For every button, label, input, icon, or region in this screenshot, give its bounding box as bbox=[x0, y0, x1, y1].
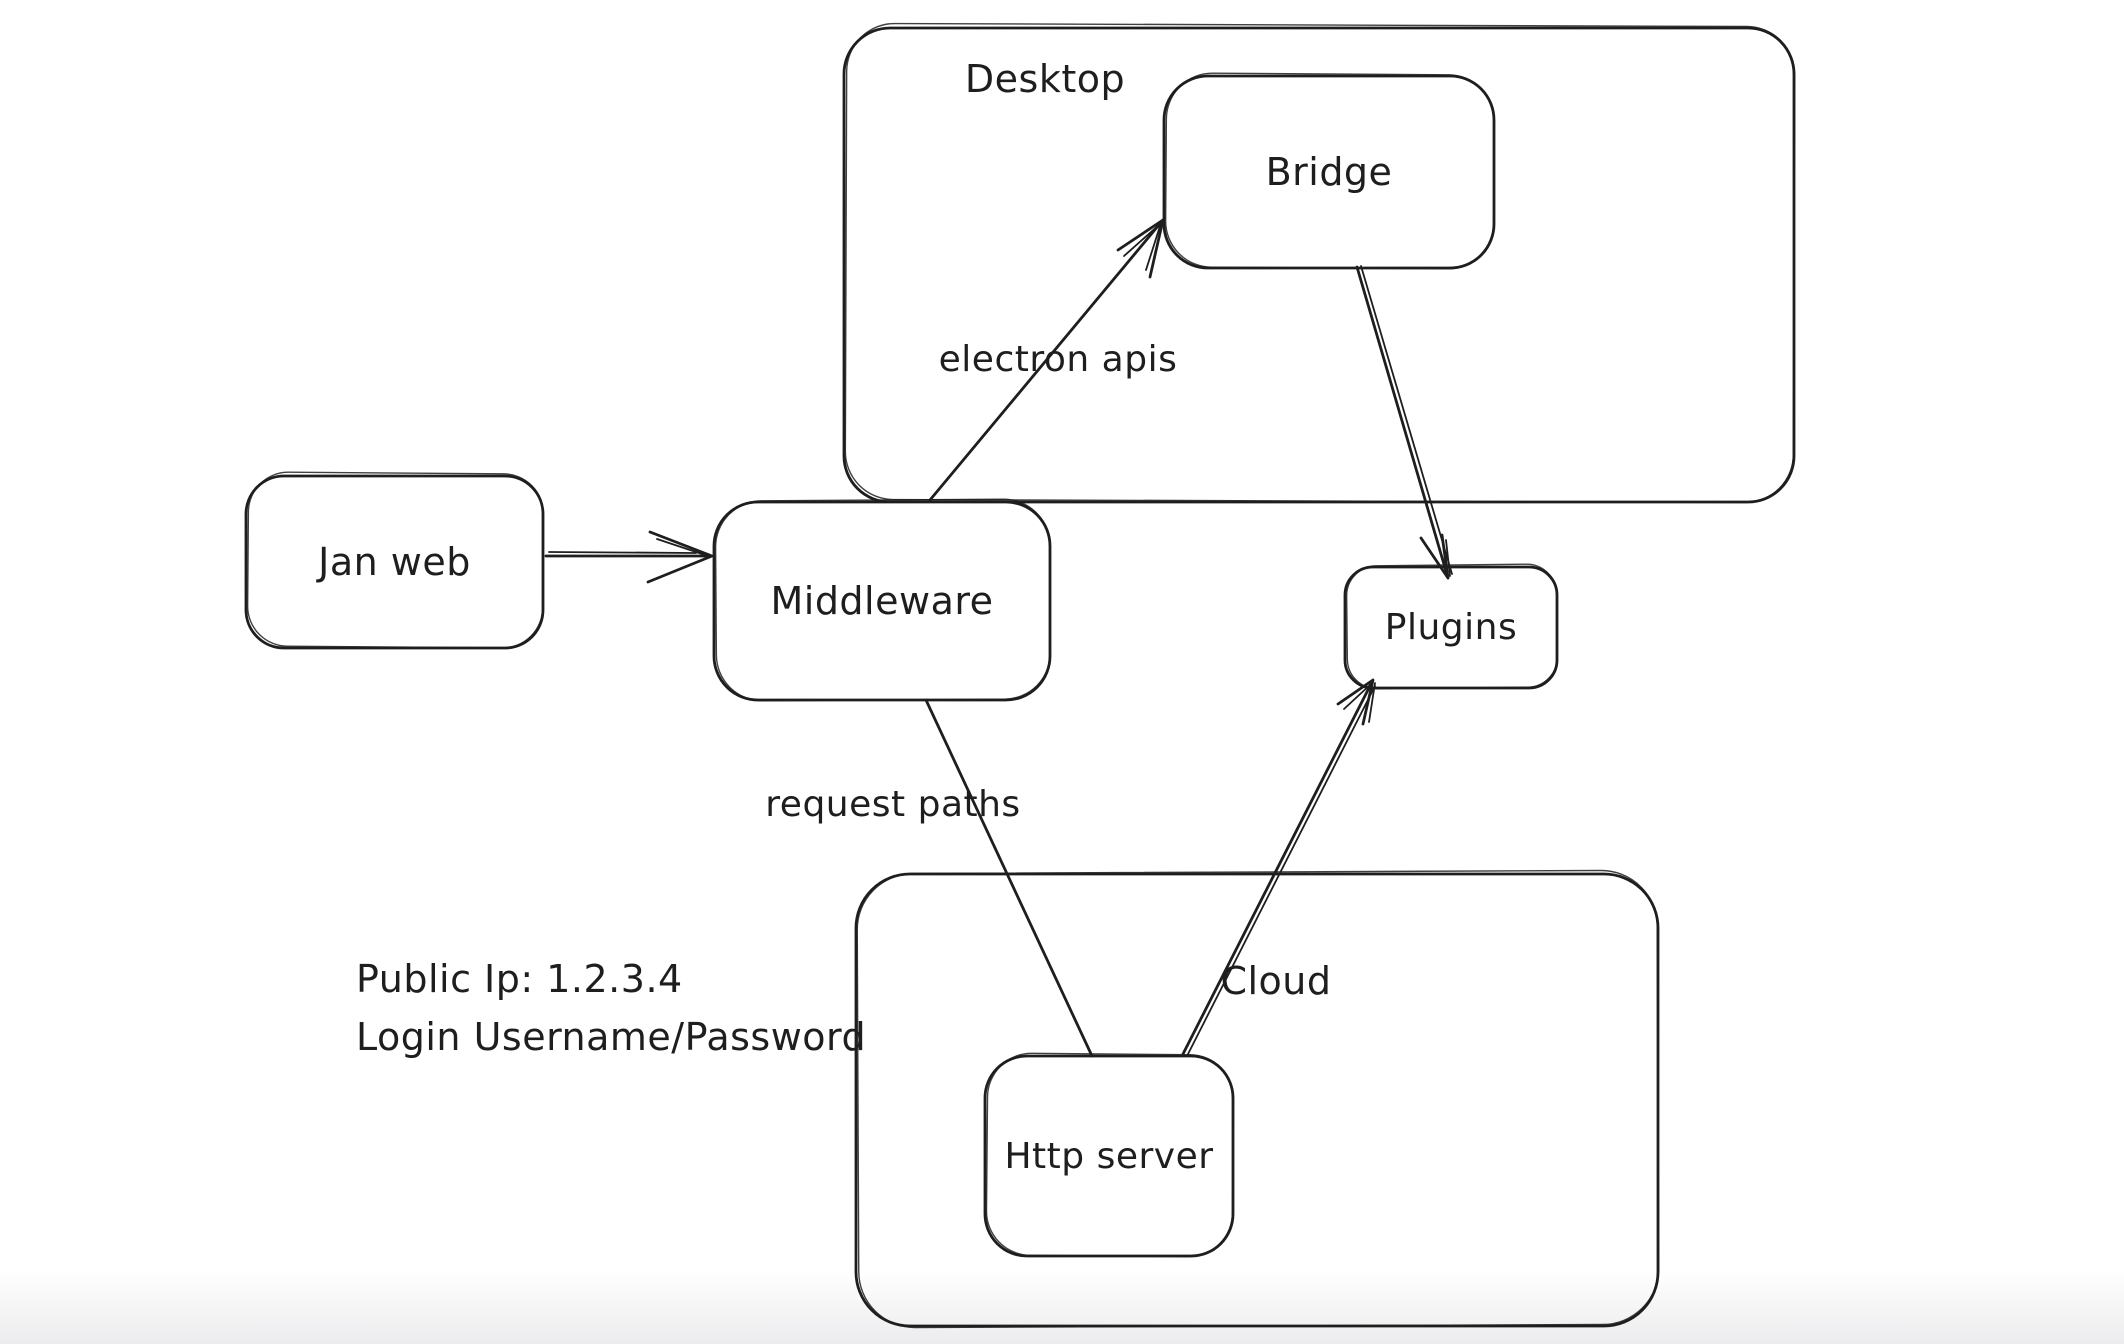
node-middleware[interactable] bbox=[712, 498, 1052, 702]
bridge-plugins-arrowhead-sketch bbox=[1445, 539, 1451, 577]
janweb-middleware-arrowhead-sketch bbox=[656, 538, 709, 557]
annotation-public-ip: Public Ip: 1.2.3.4 bbox=[356, 957, 683, 1001]
desktop-container[interactable] bbox=[842, 22, 1796, 504]
middleware-httpserver-shaft bbox=[924, 698, 1094, 1058]
janweb-middleware-arrowhead bbox=[646, 530, 714, 584]
http-server-box bbox=[983, 1054, 1235, 1258]
cloud-container-border bbox=[854, 872, 1660, 1328]
plugins-box bbox=[1343, 565, 1559, 690]
bridge-plugins-shaft bbox=[1355, 265, 1450, 580]
edge-janweb-to-middleware[interactable] bbox=[544, 530, 714, 584]
middleware-box bbox=[712, 500, 1052, 702]
httpserver-plugins-shaft bbox=[1181, 680, 1374, 1056]
middleware-bridge-arrowhead-sketch2 bbox=[1145, 222, 1162, 271]
jan-web-sketch-stroke bbox=[246, 471, 545, 649]
bridge-box bbox=[1162, 74, 1496, 270]
middleware-sketch-stroke bbox=[714, 498, 1052, 702]
middleware-bridge-shaft bbox=[928, 218, 1165, 502]
middleware-bridge-arrowhead-sketch bbox=[1123, 223, 1161, 257]
node-jan-web[interactable] bbox=[244, 471, 545, 650]
bridge-plugins-shaft-sketch bbox=[1360, 265, 1453, 575]
edge-bridge-to-plugins[interactable] bbox=[1355, 265, 1453, 580]
cloud-container[interactable] bbox=[854, 869, 1660, 1329]
middleware-bridge-arrowhead bbox=[1116, 218, 1165, 279]
edge-middleware-to-bridge[interactable] bbox=[928, 218, 1165, 502]
desktop-container-sketch-stroke bbox=[844, 22, 1796, 504]
bridge-plugins-arrowhead bbox=[1419, 533, 1450, 580]
bridge-sketch-stroke bbox=[1164, 72, 1496, 270]
node-http-server[interactable] bbox=[983, 1052, 1235, 1258]
janweb-middleware-shaft-sketch bbox=[548, 551, 697, 554]
node-plugins[interactable] bbox=[1343, 563, 1559, 690]
plugins-sketch-stroke bbox=[1345, 563, 1559, 690]
edge-middleware-to-httpserver[interactable] bbox=[924, 698, 1094, 1058]
annotation-block: Public Ip: 1.2.3.4 Login Username/Passwo… bbox=[356, 950, 916, 1066]
httpserver-plugins-arrowhead-sketch bbox=[1343, 683, 1372, 710]
httpserver-plugins-arrowhead-sketch2 bbox=[1368, 682, 1376, 723]
edge-httpserver-to-plugins[interactable] bbox=[1181, 678, 1376, 1057]
cloud-container-sketch-stroke bbox=[856, 869, 1660, 1329]
node-bridge[interactable] bbox=[1162, 72, 1496, 270]
httpserver-plugins-arrowhead bbox=[1336, 678, 1375, 726]
jan-web-box bbox=[244, 474, 545, 650]
http-server-sketch-stroke bbox=[985, 1052, 1235, 1258]
annotation-login: Login Username/Password bbox=[356, 1015, 867, 1059]
httpserver-plugins-shaft-sketch bbox=[1186, 685, 1376, 1057]
